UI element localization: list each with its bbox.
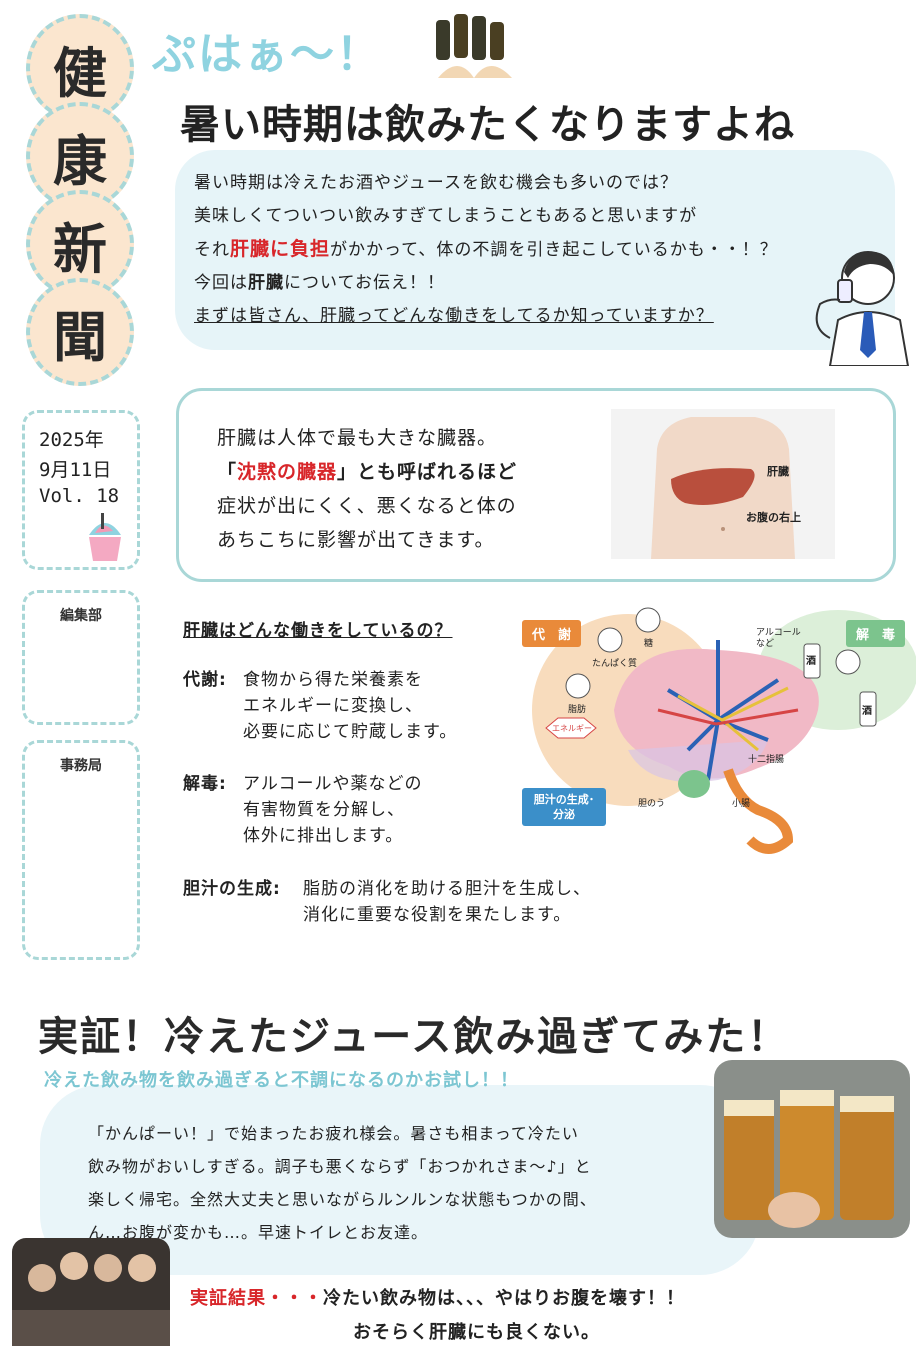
function-line: エネルギーに変換し、 <box>243 696 423 716</box>
function-detox: 解毒: アルコールや薬などの 有害物質を分解し、 体外に排出します。 <box>183 771 423 849</box>
shaved-ice-icon <box>89 513 121 561</box>
toast-drinks-photo <box>714 1060 910 1238</box>
group-photo <box>12 1238 170 1346</box>
liver-info-line: 症状が出にくく、悪くなると体の <box>217 495 517 517</box>
experiment-title: 実証！冷えたジュース飲み過ぎてみた！ <box>38 1014 790 1060</box>
diagram-label-sake: 酒 <box>806 656 816 667</box>
function-label: 胆汁の生成: <box>183 879 281 899</box>
experiment-result: 実証結果・・・冷たい飲み物は、、、やはりお腹を壊す！！ おそらく肝臓にも良くない… <box>190 1282 685 1350</box>
issue-date-line2: 9月11日 <box>39 459 112 481</box>
issue-volume: Vol. 18 <box>39 485 120 507</box>
function-label: 解毒: <box>183 774 227 794</box>
page-headline: 暑い時期は飲みたくなりますよね <box>180 102 795 148</box>
intro-question: まずは皆さん、肝臓ってどんな働きをしてるか知っていますか？ <box>194 306 714 326</box>
diagram-label-sake: 酒 <box>862 706 872 717</box>
intro-line: それ肝臓に負担がかかって、体の不調を引き起こしているかも・・！？ <box>194 238 778 260</box>
result-line: 実証結果・・・冷たい飲み物は、、、やはりお腹を壊す！！ <box>190 1288 685 1309</box>
diagram-label-gallbladder: 胆のう <box>638 799 666 809</box>
liver-burden-emphasis: 肝臓に負担 <box>230 238 331 260</box>
issue-info-box: 2025年 9月11日 Vol. 18 <box>22 410 140 570</box>
experiment-line: 「かんぱーい！」で始まったお疲れ様会。暑さも相まって冷たい <box>88 1124 579 1143</box>
figure-label-location: お腹の右上 <box>746 511 801 524</box>
function-bile: 胆汁の生成: 脂肪の消化を助ける胆汁を生成し、 消化に重要な役割を果たします。 <box>183 876 591 928</box>
experiment-body: 「かんぱーい！」で始まったお疲れ様会。暑さも相まって冷たい 飲み物がおいしすぎる… <box>88 1117 597 1249</box>
function-line: 体外に排出します。 <box>243 826 404 846</box>
result-line: おそらく肝臓にも良くない。 <box>353 1322 600 1343</box>
intro-line: 今回は肝臓についてお伝え！！ <box>194 273 445 293</box>
function-line: 有害物質を分解し、 <box>243 800 405 820</box>
diagram-label-protein: たんぱく質 <box>592 659 638 669</box>
diagram-tag-bile: 胆汁の生成･分泌 <box>522 788 606 826</box>
diagram-tag-metabolism: 代 謝 <box>522 620 582 647</box>
function-metabolism: 代謝: 食物から得た栄養素を エネルギーに変換し、 必要に応じて貯蔵します。 <box>183 667 457 745</box>
function-line: 必要に応じて貯蔵します。 <box>243 722 458 742</box>
liver-info-text: 肝臓は人体で最も大きな臓器。 「沈黙の臓器」とも呼ばれるほど 症状が出にくく、悪… <box>217 421 517 557</box>
diagram-label-small-intestine: 小腸 <box>732 799 751 809</box>
liver-info-line: 「沈黙の臓器」とも呼ばれるほど <box>217 461 518 483</box>
diagram-tag-detox: 解 毒 <box>846 620 906 647</box>
bg-blob <box>175 150 895 350</box>
liver-info-card: 肝臓は人体で最も大きな臓器。 「沈黙の臓器」とも呼ばれるほど 症状が出にくく、悪… <box>176 388 896 582</box>
liver-info-line: 肝臓は人体で最も大きな臓器。 <box>217 427 498 449</box>
office-label: 事務局 <box>60 758 102 774</box>
diagram-label-duodenum: 十二指腸 <box>748 755 785 765</box>
experiment-line: ん…お腹が変かも…。早速トイレとお友達。 <box>88 1223 429 1242</box>
function-line: 消化に重要な役割を果たします。 <box>303 905 572 925</box>
function-label: 代謝: <box>183 670 227 690</box>
diagram-label-sugar: 糖 <box>644 639 654 649</box>
experiment-subtitle: 冷えた飲み物を飲み過ぎると不調になるのかお試し！！ <box>44 1070 519 1091</box>
liver-location-figure <box>611 409 835 559</box>
diagram-label-fat: 脂肪 <box>568 705 587 715</box>
header-exclaim: ぷはぁ〜！ <box>152 29 382 80</box>
figure-label-liver: 肝臓 <box>767 465 789 478</box>
editorial-label: 編集部 <box>60 608 102 624</box>
intro-line: 暑い時期は冷えたお酒やジュースを飲む機会も多いのでは？ <box>194 173 678 193</box>
issue-date-line1: 2025年 <box>39 429 104 451</box>
experiment-line: 飲み物がおいしすぎる。調子も悪くならず「おつかれさま〜♪」と <box>88 1157 592 1176</box>
title-char-circle: 康 <box>26 102 134 210</box>
function-line: 食物から得た栄養素を <box>243 670 423 690</box>
liver-info-line: あちこちに影響が出てきます。 <box>217 529 495 551</box>
function-line: アルコールや薬などの <box>243 774 423 794</box>
functions-heading: 肝臓はどんな働きをしているの？ <box>183 621 453 641</box>
function-line: 脂肪の消化を助ける胆汁を生成し、 <box>303 879 591 899</box>
result-label: 実証結果・・・ <box>190 1288 323 1309</box>
title-char-circle: 聞 <box>26 278 134 386</box>
diagram-label-energy: エネルギー <box>552 724 592 733</box>
editorial-box: 編集部 <box>22 590 140 725</box>
silent-organ-emphasis: 沈黙の臓器 <box>237 461 338 483</box>
drinking-man-illustration <box>815 251 910 366</box>
beer-toast-icon <box>436 14 512 78</box>
intro-paragraph: 暑い時期は冷えたお酒やジュースを飲む機会も多いのでは？ 美味しくてついつい飲みす… <box>194 167 778 333</box>
diagram-label-alcohol: アルコールなど <box>756 628 801 649</box>
liver-function-diagram: 代 謝 解 毒 胆汁の生成･分泌 糖 たんぱく質 脂肪 エネルギー アルコールな… <box>518 600 916 860</box>
experiment-line: 楽しく帰宅。全然大丈夫と思いながらルンルンな状態もつかの間、 <box>88 1190 597 1209</box>
intro-line: 美味しくてついつい飲みすぎてしまうこともあると思いますが <box>194 206 698 226</box>
office-box: 事務局 <box>22 740 140 960</box>
